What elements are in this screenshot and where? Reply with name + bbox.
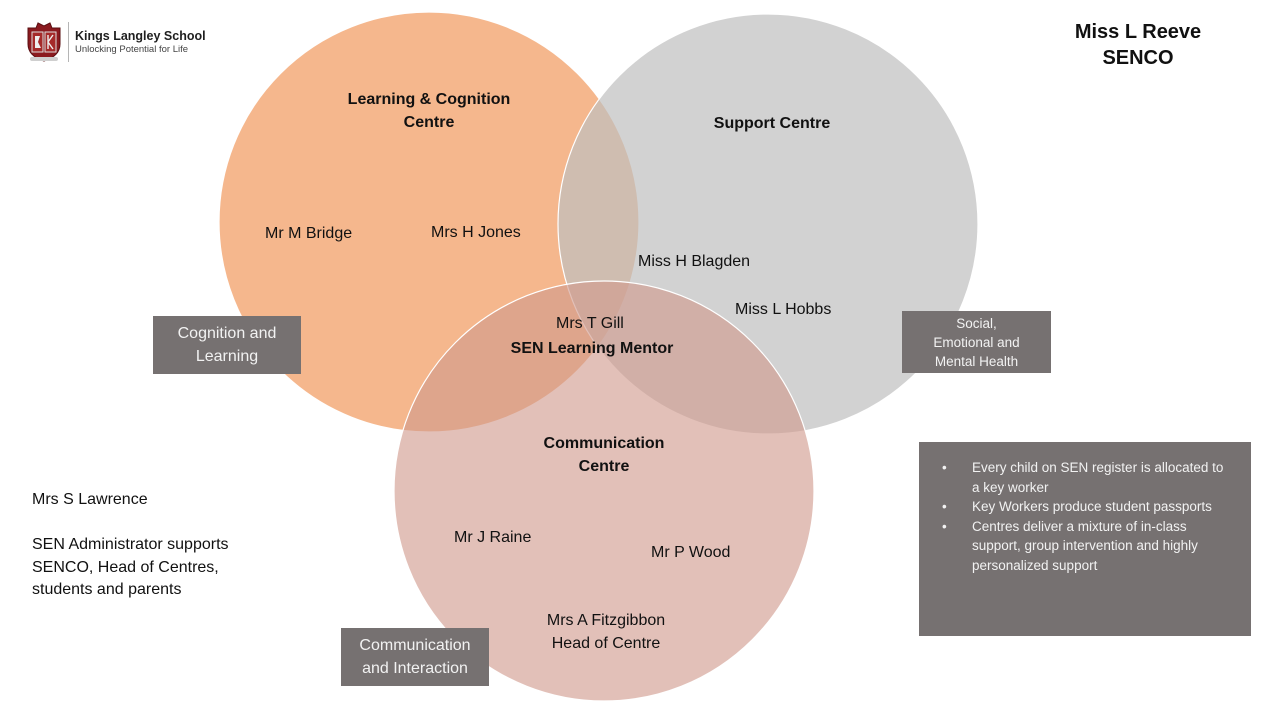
tag-semh-line3: Mental Health [934,353,1019,369]
admin-description: SEN Administrator supports SENCO, Head o… [32,536,229,598]
tag-semh-line2: Emotional and [933,334,1020,350]
logo-divider [68,22,69,62]
learning-title-line2: Centre [403,114,455,131]
senco-role: SENCO [1102,47,1174,69]
head-role: Head of Centre [551,635,661,652]
head-name: Mrs A Fitzgibbon [546,612,666,629]
learning-title-line1: Learning & Cognition [347,91,511,108]
info-item-text: Centres deliver a mixture of in-class su… [972,518,1198,573]
tag-communication-line2: and Interaction [362,660,468,677]
support-centre-title: Support Centre [713,115,831,132]
bullet-icon: • [942,460,947,475]
learning-centre-title: Learning & Cognition Centre [322,88,536,134]
member-mr-m-bridge: Mr M Bridge [265,225,353,242]
sen-administrator: Mrs S Lawrence SEN Administrator support… [32,489,252,602]
center-member-role: SEN Learning Mentor [510,340,674,357]
senco-heading: Miss L Reeve SENCO [1040,19,1236,71]
tag-social-emotional-mental-health: Social, Emotional and Mental Health [902,311,1051,373]
info-item: • Key Workers produce student passports [939,497,1231,517]
info-list: • Every child on SEN register is allocate… [939,458,1231,575]
member-mr-j-raine: Mr J Raine [454,529,532,546]
bullet-icon: • [942,499,947,514]
member-miss-h-blagden: Miss H Blagden [638,253,751,270]
member-mrs-h-jones: Mrs H Jones [431,224,521,241]
admin-name: Mrs S Lawrence [32,491,148,508]
school-crest-icon [27,22,61,62]
communication-title-line1: Communication [543,435,665,452]
communication-centre-circle [393,280,815,702]
tag-cognition-line2: Learning [195,348,259,365]
tag-cognition-learning: Cognition and Learning [153,316,301,374]
head-of-centre: Mrs A Fitzgibbon Head of Centre [506,609,706,655]
communication-title-line2: Centre [578,458,630,475]
info-item: • Centres deliver a mixture of in-class s… [939,517,1231,576]
info-item: • Every child on SEN register is allocate… [939,458,1231,497]
member-mr-p-wood: Mr P Wood [651,544,731,561]
school-logo: Kings Langley School Unlocking Potential… [24,20,206,64]
senco-name: Miss L Reeve [1074,21,1202,43]
school-name: Kings Langley School [75,29,206,43]
member-miss-l-hobbs: Miss L Hobbs [735,301,832,318]
tag-cognition-line1: Cognition and [177,325,277,342]
center-member-name: Mrs T Gill [556,315,624,332]
bullet-icon: • [942,518,947,534]
tag-semh-line1: Social, [956,315,997,331]
tag-communication-interaction: Communication and Interaction [341,628,489,686]
key-worker-info-box: • Every child on SEN register is allocate… [919,442,1251,636]
communication-centre-title: Communication Centre [504,432,704,478]
info-item-text: Key Workers produce student passports [972,499,1212,514]
info-item-text: Every child on SEN register is allocated… [972,460,1224,495]
tag-communication-line1: Communication [359,637,471,654]
school-tagline: Unlocking Potential for Life [75,44,189,55]
